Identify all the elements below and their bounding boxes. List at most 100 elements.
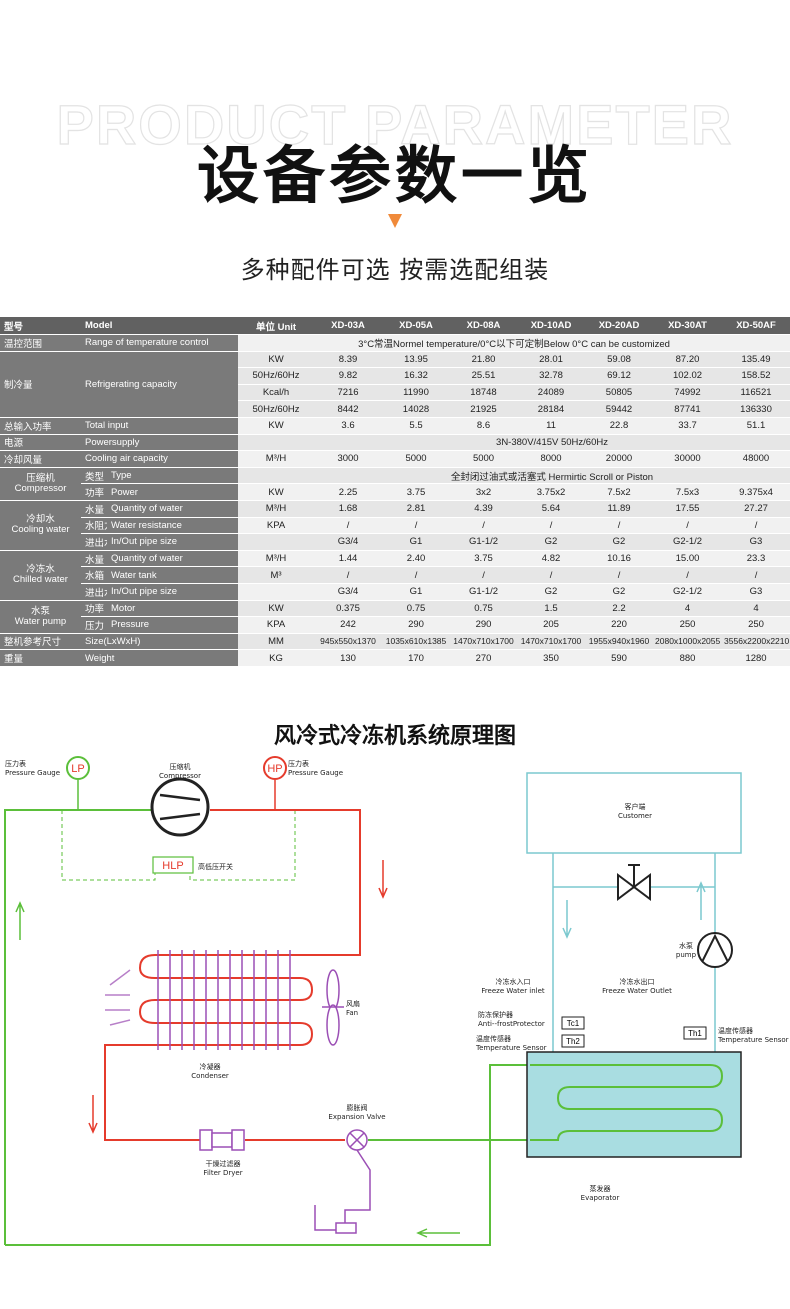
value-cell: /	[722, 517, 790, 535]
value-cell: 18748	[450, 384, 518, 402]
value-cell: 28184	[517, 400, 586, 418]
value-cell: 3556x2200x2210	[722, 633, 790, 651]
row-label-en: Weight	[81, 649, 239, 667]
value-cell: G2-1/2	[653, 583, 723, 601]
sub-label-cn: 水阻力	[81, 517, 107, 535]
value-cell: G2	[585, 583, 654, 601]
airflow-arrows	[105, 969, 131, 1026]
table-row: 50Hz/60Hz 8442 14028 21925 28184 59442 8…	[0, 400, 790, 418]
value-cell: 158.52	[722, 367, 790, 385]
header-cell: XD-08A	[450, 317, 518, 335]
evap-out-line	[489, 1064, 530, 1140]
value-cell: G1	[382, 533, 451, 551]
row-label-en: Range of temperature control	[81, 334, 239, 352]
table-row: 水箱 Water tank M³ / / / / / / /	[0, 566, 790, 584]
value-cell: 290	[450, 616, 518, 634]
value-cell: 1.68	[314, 500, 383, 518]
hp-gauge-icon	[263, 756, 287, 780]
water-pump-icon	[697, 932, 733, 968]
value-cell: 8000	[517, 450, 586, 468]
row-label-cn: 冷却风量	[0, 450, 81, 468]
value-cell: G1-1/2	[450, 583, 518, 601]
pump-arrow	[701, 933, 729, 963]
value-cell: 590	[585, 649, 654, 667]
value-cell: /	[722, 566, 790, 584]
page-title: 设备参数一览	[196, 139, 593, 212]
sub-label-en: Motor	[107, 600, 239, 618]
value-cell: 5.5	[382, 417, 451, 435]
sub-label-en: In/Out pipe size	[107, 583, 239, 601]
sub-label-cn: 水量	[81, 500, 107, 518]
value-cell: 10.16	[585, 550, 654, 568]
value-cell: /	[314, 517, 383, 535]
value-cell: 14028	[382, 400, 451, 418]
value-cell: 11990	[382, 384, 451, 402]
value-cell: G2	[585, 533, 654, 551]
row-label-cn: 重量	[0, 649, 81, 667]
group-label-cn: 冷却水	[26, 514, 55, 526]
value-cell: 4.39	[450, 500, 518, 518]
table-row: 进出水管径 In/Out pipe size G3/4 G1 G1-1/2 G2…	[0, 533, 790, 551]
sub-label-en: Quantity of water	[107, 550, 239, 568]
unit-cell: KW	[238, 600, 315, 618]
group-label: 冷却水 Cooling water	[0, 500, 81, 551]
table-row: 50Hz/60Hz 9.82 16.32 25.51 32.78 69.12 1…	[0, 367, 790, 385]
value-cell: 3.6	[314, 417, 383, 435]
hlp-text: HLP	[162, 860, 183, 872]
value-cell: 102.02	[653, 367, 723, 385]
value-cell: 59.08	[585, 351, 654, 369]
value-cell: 0.75	[382, 600, 451, 618]
value-cell: G2-1/2	[653, 533, 723, 551]
unit-cell: KW	[238, 417, 315, 435]
value-cell: 32.78	[517, 367, 586, 385]
header-cell: 单位 Unit	[238, 317, 315, 335]
header-cell: 型号	[0, 317, 81, 335]
value-cell: /	[585, 566, 654, 584]
sub-label-en: In/Out pipe size	[107, 533, 239, 551]
value-cell: 7216	[314, 384, 383, 402]
lp-gauge-icon	[66, 756, 90, 780]
arrow-down-icon	[562, 900, 572, 939]
sub-label-cn: 水量	[81, 550, 107, 568]
unit-cell: M³/H	[238, 550, 315, 568]
value-cell: /	[382, 517, 451, 535]
group-label-en: Chilled water	[13, 574, 68, 586]
value-cell: /	[653, 566, 723, 584]
group-label-cn: 压缩机	[26, 472, 55, 484]
row-label-en: Cooling air capacity	[81, 450, 239, 468]
value-cell: 3.75	[450, 550, 518, 568]
arrow-down-icon	[88, 1095, 98, 1134]
value-cell: 30000	[653, 450, 723, 468]
th1-box	[683, 1026, 707, 1040]
header-cell: XD-10AD	[517, 317, 586, 335]
switch-label: 高低压开关	[198, 863, 233, 871]
return-line	[5, 1140, 491, 1246]
evaporator-box	[526, 1051, 742, 1158]
value-cell: 0.75	[450, 600, 518, 618]
value-cell: 130	[314, 649, 383, 667]
ghost-title: PRODUCT PARAMETER	[56, 92, 734, 156]
value-cell: 59442	[585, 400, 654, 418]
value-cell: 28.01	[517, 351, 586, 369]
table-row: 进出水管径 In/Out pipe size G3/4 G1 G1-1/2 G2…	[0, 583, 790, 601]
table-row: 压缩机 Compressor 类型 Type 全封闭过油式或活塞式 Hermir…	[0, 467, 790, 501]
row-label-en: Powersupply	[81, 434, 239, 452]
arrow-up-icon	[696, 881, 706, 920]
value-cell: 116521	[722, 384, 790, 402]
value-cell: 2.40	[382, 550, 451, 568]
value-cell: 242	[314, 616, 383, 634]
filter-dryer-icon	[199, 1129, 245, 1151]
header-cell: Model	[81, 317, 239, 335]
value-cell: G3/4	[314, 583, 383, 601]
value-cell: /	[450, 566, 518, 584]
value-cell: 11.89	[585, 500, 654, 518]
value-cell: 3.75	[382, 483, 451, 501]
value-cell: /	[382, 566, 451, 584]
